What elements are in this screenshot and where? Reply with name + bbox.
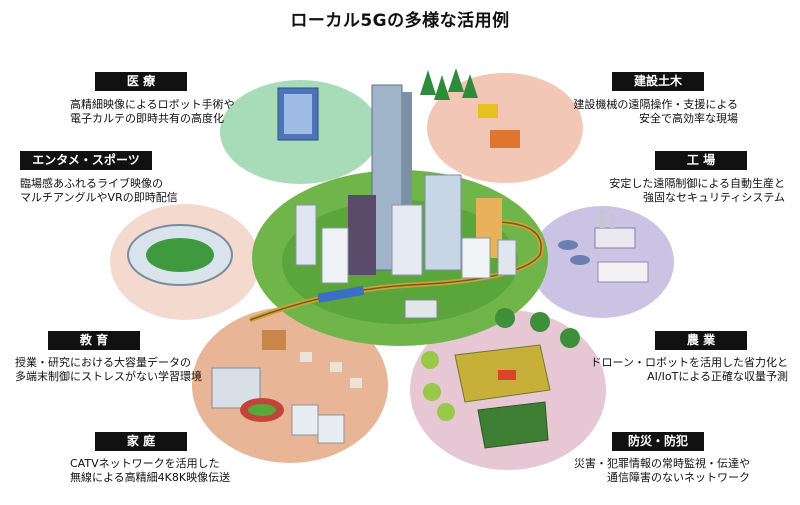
agriculture-label: 農 業: [655, 331, 747, 350]
entertainment-desc-line2: マルチアングルやVRの即時配信: [20, 191, 178, 204]
education-desc-line2: 多端末制御にストレスがない学習環境: [15, 370, 202, 383]
construction-area: [427, 73, 583, 183]
medical-desc-line1: 高精細映像によるロボット手術や: [70, 98, 235, 111]
factory-label: 工 場: [655, 151, 747, 170]
construction-label: 建設土木: [612, 72, 704, 91]
factory-desc-line1: 安定した遠隔制御による自動生産と: [609, 177, 785, 190]
construction-desc-line1: 建設機械の遠隔操作・支援による: [573, 98, 738, 111]
page-title: ローカル5Gの多様な活用例: [290, 11, 510, 31]
factory-desc-line2: 強固なセキュリティシステム: [642, 191, 785, 204]
home-desc-line1: CATVネットワークを活用した: [70, 457, 220, 470]
agriculture-desc-line2: AI/IoTによる正確な収量予測: [647, 370, 788, 383]
education-label: 教 育: [48, 331, 140, 350]
home-desc-line2: 無線による高精細4K8K映像伝送: [70, 471, 231, 484]
vegetable-field: [477, 401, 549, 449]
disaster-desc-line1: 災害・犯罪情報の常時監視・伝達や: [574, 457, 750, 470]
harvester: [498, 370, 516, 380]
tower-round: [424, 174, 462, 271]
station-building: [404, 299, 438, 319]
tower-dark: [348, 195, 376, 275]
medical-label: 医 療: [95, 72, 187, 91]
disaster-label: 防災・防犯: [612, 432, 704, 451]
house: [262, 330, 286, 350]
factory-building: [594, 227, 636, 249]
crusher: [490, 130, 520, 148]
education-desc-line1: 授業・研究における大容量データの: [15, 356, 191, 369]
construction-desc-line2: 安全で高効率な現場: [639, 112, 738, 125]
agriculture-desc-line1: ドローン・ロボットを活用した省力化と: [590, 356, 788, 369]
train: [317, 285, 365, 303]
excavator: [478, 104, 498, 118]
entertainment-label: エンタメ・スポーツ: [20, 151, 152, 170]
entertainment-desc-line1: 臨場感あふれるライブ映像の: [20, 177, 163, 190]
medical-desc-line2: 電子カルテの即時共有の高度化: [70, 112, 224, 125]
disaster-desc-line2: 通信障害のないネットワーク: [607, 471, 750, 484]
home-label: 家 庭: [95, 432, 187, 451]
